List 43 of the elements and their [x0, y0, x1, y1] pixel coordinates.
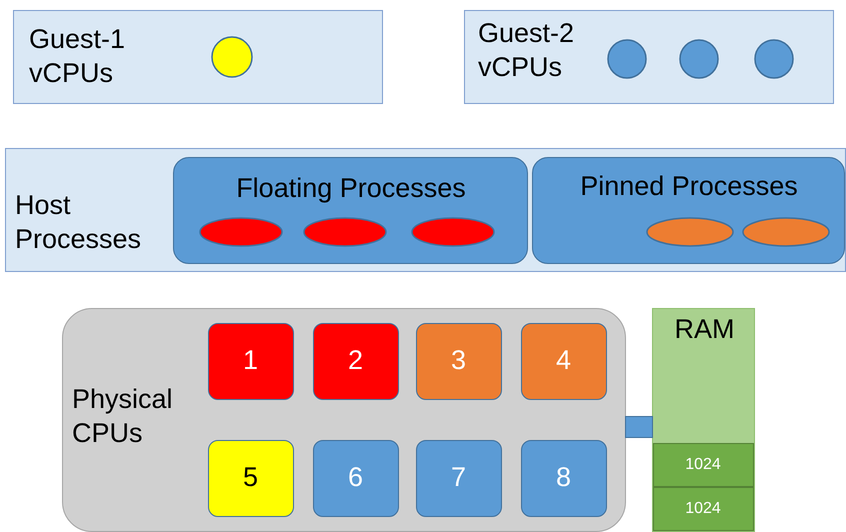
process-marker [754, 38, 794, 78]
node-label: Guest-2 vCPUs [478, 17, 576, 84]
node-label: Floating Processes [235, 172, 467, 205]
group-panel [464, 10, 834, 104]
cpu-core [416, 322, 502, 400]
process-marker [646, 217, 734, 247]
group-panel [13, 10, 383, 104]
cpu-core [208, 440, 294, 516]
memory-block [652, 486, 754, 530]
process-marker [199, 217, 283, 247]
group-panel [5, 148, 846, 272]
node-label: Pinned Processes [579, 170, 799, 202]
process-marker [411, 217, 495, 247]
node-label: 8 [554, 461, 572, 494]
process-marker [742, 217, 830, 247]
node-label: RAM [674, 313, 736, 346]
process-group [532, 156, 844, 264]
cpu-package [62, 308, 626, 532]
cpu-core [312, 440, 398, 516]
node-label: 4 [554, 344, 572, 378]
cpu-core [416, 440, 502, 516]
node-label: 7 [450, 461, 468, 494]
node-label: 3 [450, 344, 468, 378]
process-group [172, 156, 528, 264]
process-marker [303, 217, 387, 247]
node-label: 2 [346, 344, 364, 378]
memory-block [652, 442, 754, 486]
process-marker [678, 38, 718, 78]
node-label: 6 [346, 461, 364, 494]
cpu-core [520, 322, 606, 400]
node-label: Host Processes [15, 189, 142, 256]
node-label: 1024 [684, 498, 722, 518]
cpu-core [312, 322, 398, 400]
cpu-core [208, 322, 294, 400]
node-label: 1024 [684, 454, 722, 474]
node-label: 5 [242, 461, 260, 494]
node-label: Physical CPUs [72, 383, 174, 450]
node-label: 1 [242, 344, 260, 378]
ram-block [652, 308, 755, 532]
node-label: Guest-1 vCPUs [29, 23, 126, 90]
process-marker [606, 38, 646, 78]
process-marker [210, 36, 252, 78]
cpu-core [520, 440, 606, 516]
